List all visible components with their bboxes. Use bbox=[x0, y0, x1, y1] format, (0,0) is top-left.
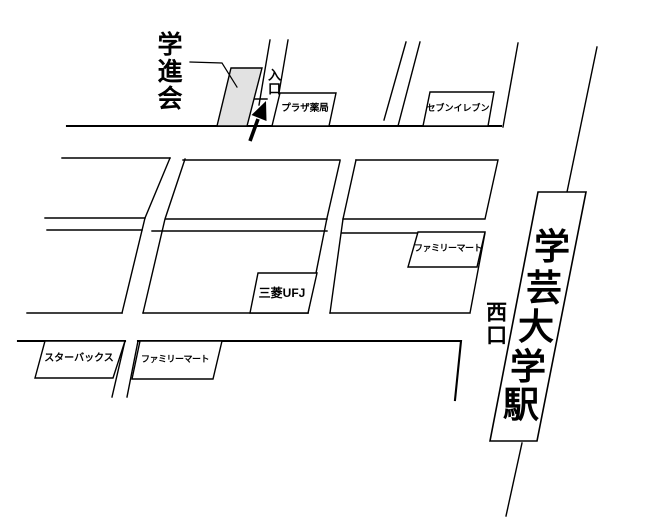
west-exit-label: 西口 bbox=[483, 301, 507, 347]
block-a-outline bbox=[44, 157, 171, 219]
block-c-outline bbox=[342, 159, 499, 220]
entrance-arrow-head bbox=[251, 101, 267, 121]
railway-south bbox=[505, 442, 523, 517]
family-mart-mid-label: ファミリーマート bbox=[413, 243, 483, 253]
street1-right-edge bbox=[126, 158, 186, 398]
north-street-left-edge bbox=[383, 41, 407, 121]
station-label-char: 学 bbox=[533, 226, 570, 267]
block-f-outline bbox=[329, 232, 486, 314]
station-building bbox=[489, 191, 587, 442]
mitsubishi-ufj-box bbox=[249, 272, 318, 314]
leader-line bbox=[189, 61, 238, 88]
seven-eleven-box bbox=[422, 91, 495, 127]
station-label-char: 学 bbox=[509, 346, 546, 387]
family-mart-south-label: ファミリーマート bbox=[140, 354, 210, 364]
station-street-upper-edge bbox=[502, 42, 519, 128]
seven-eleven-label: セブンイレブン bbox=[426, 103, 490, 113]
north-street-right-edge bbox=[397, 41, 421, 127]
entrance-label: 入口 bbox=[266, 68, 282, 96]
block-d-outline bbox=[26, 229, 143, 314]
entrance-arrow-shaft bbox=[248, 118, 260, 142]
family-mart-mid-box bbox=[407, 231, 486, 268]
street2-right-edge bbox=[329, 159, 357, 314]
plaza-pharmacy-box bbox=[271, 92, 337, 127]
destination-label: 学進会 bbox=[154, 31, 182, 112]
block-b-outline bbox=[165, 159, 341, 220]
station-label-char: 芸 bbox=[525, 267, 562, 308]
plaza-pharmacy-label: プラザ薬局 bbox=[281, 103, 329, 114]
starbucks-label: スターバックス bbox=[44, 353, 114, 364]
mitsubishi-ufj-label: 三菱UFJ bbox=[258, 286, 306, 300]
starbucks-box bbox=[34, 340, 126, 379]
gakushinkai-building bbox=[216, 67, 263, 127]
station-label-char: 大 bbox=[517, 306, 554, 347]
station-label-char: 駅 bbox=[502, 384, 539, 425]
railway-north bbox=[566, 46, 598, 193]
family-mart-south-box bbox=[131, 340, 223, 380]
alley-left-edge bbox=[254, 39, 271, 106]
alley-right-edge bbox=[278, 39, 289, 94]
